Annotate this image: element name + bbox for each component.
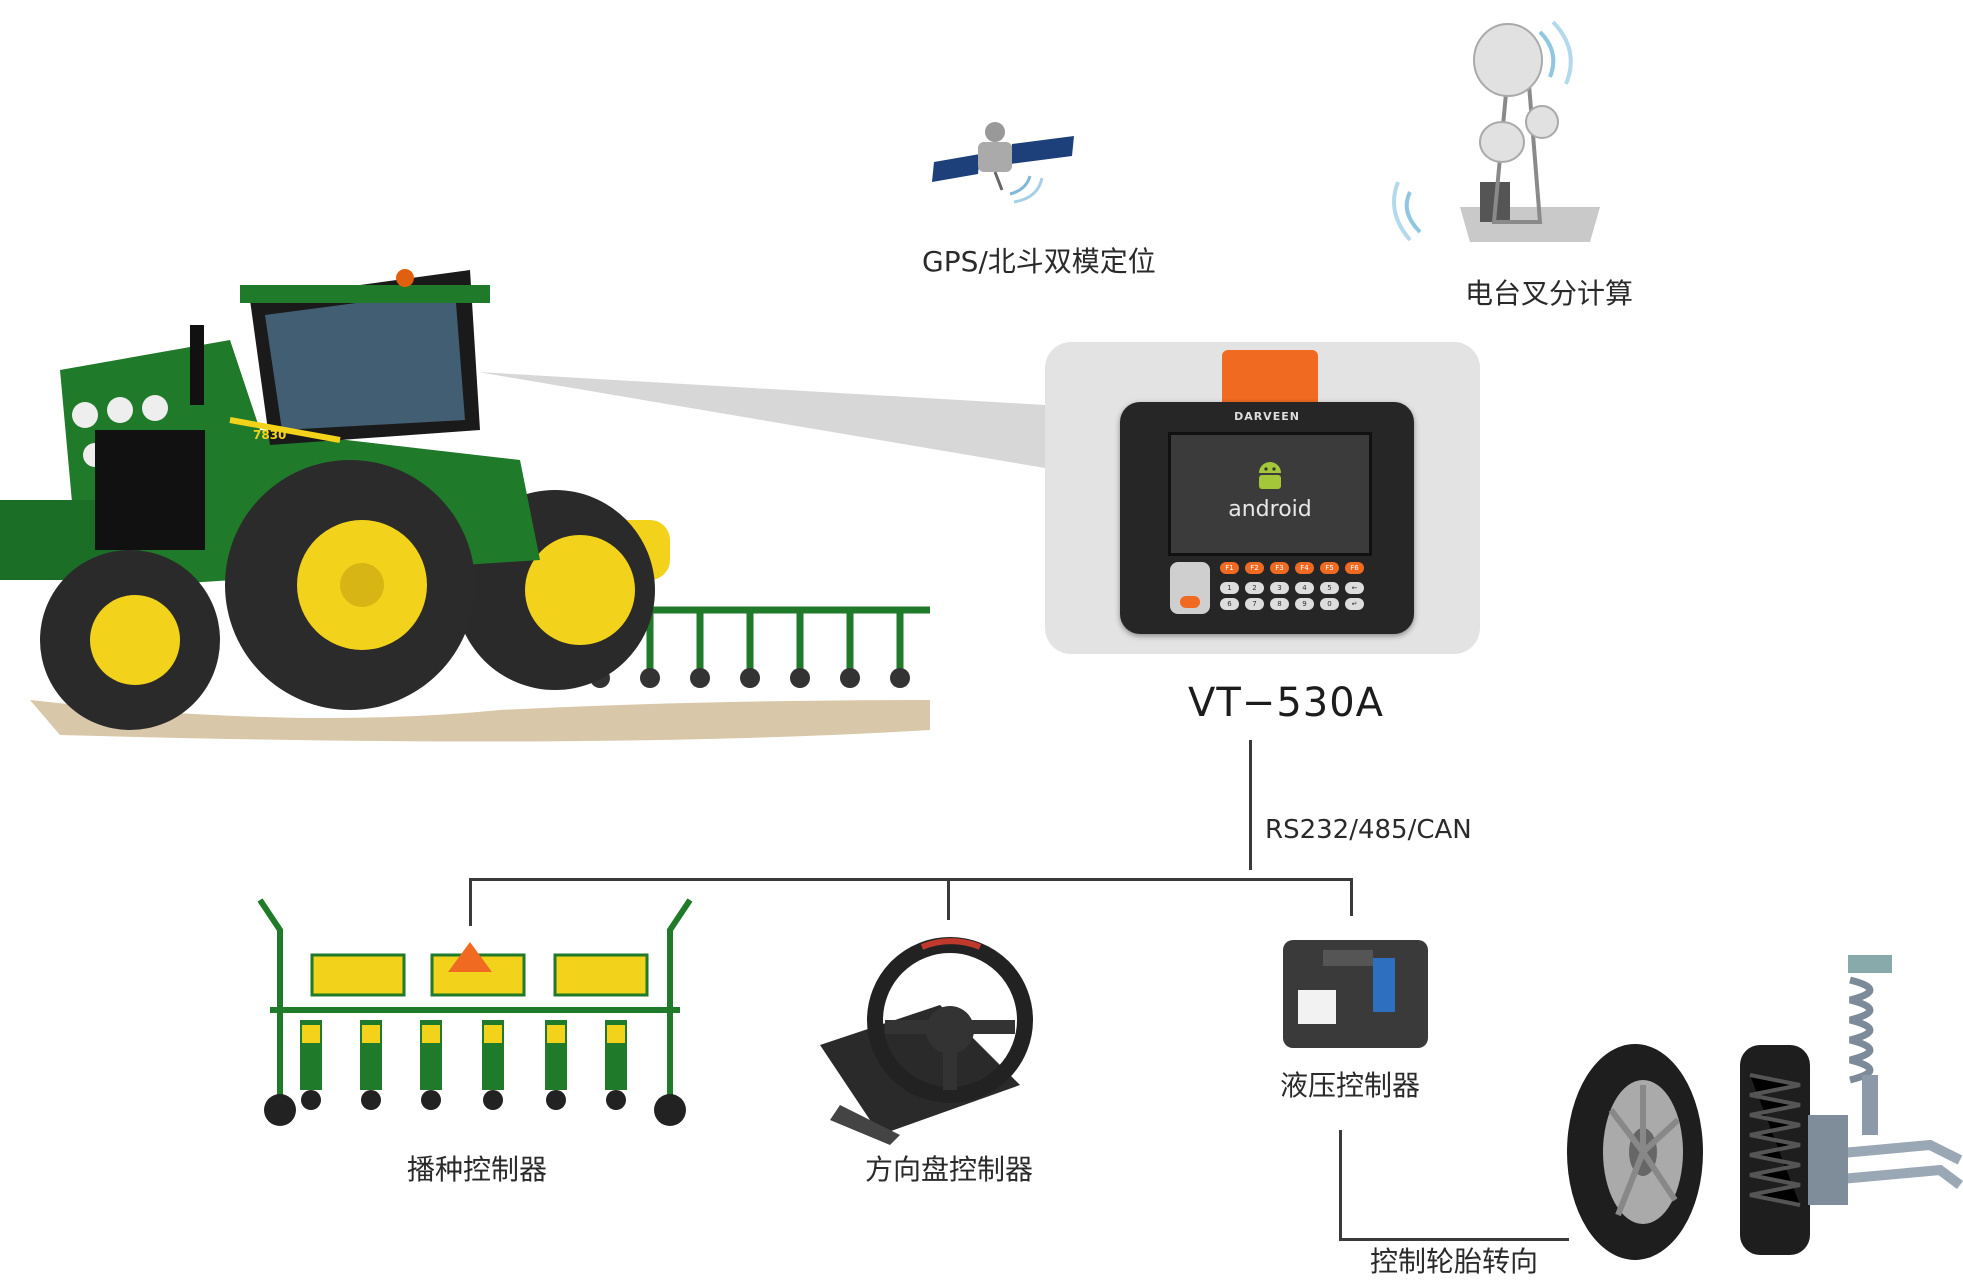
suspension-icon [1740,955,1963,1255]
tire-link-horizontal [1339,1238,1569,1241]
radio-tower-icon [1392,20,1600,242]
gps-label: GPS/北斗双模定位 [922,245,1156,278]
seeder-label: 播种控制器 [407,1153,548,1186]
num-key[interactable]: 9 [1295,598,1314,610]
tractor-illustration [0,269,930,742]
bus-label: RS232/485/CAN [1265,815,1472,845]
num-key[interactable]: 7 [1245,598,1264,610]
num-key[interactable]: 8 [1270,598,1289,610]
bus-horizontal-line [469,878,1353,881]
rugged-tablet: DARVEEN android F1 F2 F3 F4 F5 F6 1 2 3 … [1120,402,1414,634]
device-antenna [1222,350,1318,402]
fkey-4[interactable]: F4 [1295,562,1314,574]
fkey-row: F1 F2 F3 F4 F5 F6 [1220,562,1364,574]
side-keypad [1170,562,1210,614]
seeder-illustration [257,898,693,1126]
fkey-1[interactable]: F1 [1220,562,1239,574]
os-label: android [1228,497,1312,522]
power-key[interactable] [1180,596,1200,608]
num-key[interactable]: 0 [1320,598,1339,610]
numeric-keypad: 1 2 3 4 5 ← 6 7 8 9 0 ↵ [1220,582,1370,610]
satellite-icon [932,122,1074,204]
fkey-2[interactable]: F2 [1245,562,1264,574]
num-key[interactable]: 5 [1320,582,1339,594]
tire-icon [1567,1044,1703,1260]
tire-link-vertical [1339,1130,1342,1240]
num-key[interactable]: 1 [1220,582,1239,594]
num-key[interactable]: 6 [1220,598,1239,610]
hydraulic-controller-icon [1283,940,1428,1048]
num-key[interactable]: ↵ [1345,598,1364,610]
tire-label: 控制轮胎转向 [1370,1245,1539,1278]
num-key[interactable]: 3 [1270,582,1289,594]
android-robot-icon [1259,462,1281,489]
steering-wheel-icon [820,937,1033,1145]
fkey-5[interactable]: F5 [1320,562,1339,574]
radio-label: 电台叉分计算 [1465,277,1634,310]
tractor-badge: 7830 [253,428,287,442]
tablet-screen: android [1168,432,1372,556]
bus-trunk-line [1249,740,1252,870]
steering-label: 方向盘控制器 [865,1153,1034,1186]
steering-drop-line [947,878,950,920]
fkey-3[interactable]: F3 [1270,562,1289,574]
hydraulic-label: 液压控制器 [1280,1069,1421,1102]
num-key[interactable]: 2 [1245,582,1264,594]
seeder-drop-line [469,878,472,926]
num-key[interactable]: ← [1345,582,1364,594]
fkey-6[interactable]: F6 [1345,562,1364,574]
brand-logo: DARVEEN [1234,410,1300,423]
num-key[interactable]: 4 [1295,582,1314,594]
device-model-label: VT−530A [1188,680,1385,726]
hydraulic-drop-line [1350,878,1353,916]
